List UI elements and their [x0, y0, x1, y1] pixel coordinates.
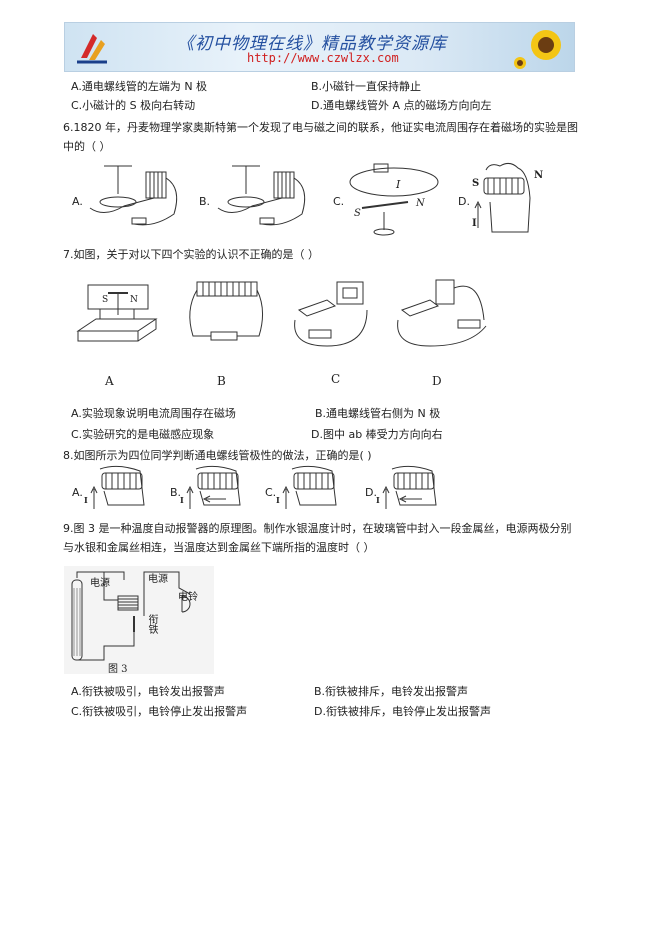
q8-a-current-label: I [84, 495, 88, 505]
q6-stem-line2: 中的（ ） [63, 140, 111, 153]
q8-figure-a: I [84, 465, 152, 513]
q5-option-c: C.小磁计的 S 极向右转动 [71, 99, 196, 112]
q7-option-a: A.实验现象说明电流周围存在磁场 [71, 407, 236, 420]
q7-figure-c [287, 270, 379, 352]
q6-stem-line1: 6.1820 年，丹麦物理学家奥斯特第一个发现了电与磁之间的联系，他证实电流周围… [63, 121, 578, 134]
q9-armature-label: 衔铁 [146, 614, 157, 634]
q9-bell-label: 电铃 [178, 592, 198, 603]
q6-label-a: A. [72, 195, 83, 208]
q8-d-current-label: I [376, 495, 380, 505]
q8-b-current-label: I [180, 495, 184, 505]
q8-label-d: D. [365, 486, 377, 499]
q7-option-d: D.图中 ab 棒受力方向向右 [311, 428, 443, 441]
q6-label-d: D. [458, 195, 470, 208]
q8-label-c: C. [265, 486, 277, 499]
q6-figure-b [212, 158, 312, 238]
q6-figure-a [84, 158, 184, 238]
q9-option-c: C.衔铁被吸引，电铃停止发出报警声 [71, 705, 248, 718]
q7-option-c: C.实验研究的是电磁感应现象 [71, 428, 215, 441]
q6-d-north-label: N [534, 170, 544, 181]
q6-d-current-label: I [472, 218, 477, 229]
q5-option-a: A.通电螺线管的左端为 N 极 [71, 80, 208, 93]
header-banner: 《初中物理在线》精品教学资源库 http://www.czwlzx.com [64, 22, 575, 72]
q6-label-b: B. [199, 195, 211, 208]
q7-figure-d [390, 270, 490, 352]
q8-figure-c: I [276, 465, 344, 513]
q7-a-south-label: S [102, 295, 109, 305]
q7-stem: 7.如图，关于对以下四个实验的认识不正确的是（ ） [63, 248, 319, 261]
banner-url[interactable]: http://www.czwlzx.com [247, 51, 399, 65]
site-logo-icon [77, 34, 107, 64]
q6-figure-c: I N S [344, 158, 444, 238]
q7-caption-b: B [217, 374, 226, 388]
q8-c-current-label: I [276, 495, 280, 505]
q5-option-b: B.小磁针一直保持静止 [311, 80, 422, 93]
sunflower-icon [514, 30, 561, 69]
q8-figure-b: I [180, 465, 248, 513]
q7-a-north-label: N [130, 295, 138, 305]
q6-c-south-label: S [354, 208, 361, 219]
q7-caption-d: D [432, 374, 442, 388]
q8-figure-d: I [376, 465, 444, 513]
q9-power-label-left: 电源 [90, 578, 110, 589]
q8-label-b: B. [170, 486, 182, 499]
q7-option-b: B.通电螺线管右侧为 N 极 [315, 407, 441, 420]
banner-title: 《初中物理在线》精品教学资源库 [177, 34, 447, 54]
q6-d-south-label: S [472, 178, 480, 189]
q9-power-label-right: 电源 [148, 574, 168, 585]
q7-caption-c: C [331, 372, 341, 386]
q9-figure-caption: 图 3 [108, 664, 128, 675]
q6-c-north-label: N [416, 198, 425, 209]
q7-figure-b [183, 280, 269, 350]
q6-label-c: C. [333, 195, 345, 208]
q7-caption-a: A [105, 374, 114, 388]
q5-option-d: D.通电螺线管外 A 点的磁场方向向左 [311, 99, 492, 112]
q7-figure-a: S N [74, 275, 160, 351]
q9-stem-line2: 与水银和金属丝相连，当温度达到金属丝下端所指的温度时（ ） [63, 541, 375, 554]
q9-option-a: A.衔铁被吸引，电铃发出报警声 [71, 685, 225, 698]
q9-option-d: D.衔铁被排斥，电铃停止发出报警声 [314, 705, 491, 718]
q9-stem-line1: 9.图 3 是一种温度自动报警器的原理图。制作水银温度计时，在玻璃管中封入一段金… [63, 522, 572, 535]
q9-figure-3: 电源 电源 衔铁 电铃 图 3 [64, 566, 214, 675]
q6-figure-d: S N I [470, 158, 550, 238]
q8-stem: 8.如图所示为四位同学判断通电螺线管极性的做法，正确的是( ) [63, 449, 372, 462]
q9-option-b: B.衔铁被排斥，电铃发出报警声 [314, 685, 469, 698]
q6-c-current-label: I [396, 178, 401, 191]
q8-label-a: A. [72, 486, 83, 499]
